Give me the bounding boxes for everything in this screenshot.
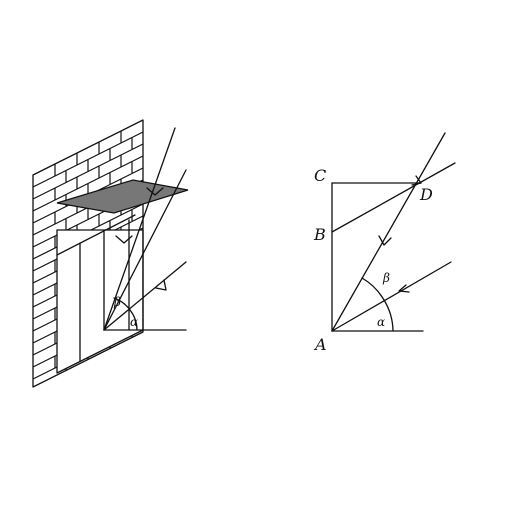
arrowhead-middle (115, 235, 133, 244)
angle-alpha-label-right: α (377, 315, 385, 329)
arc-beta-left (113, 297, 131, 311)
window-frame (56, 229, 144, 374)
angle-alpha-label-left: α (130, 315, 138, 329)
arrowhead-lower (155, 279, 167, 291)
ray-through-d (331, 132, 446, 332)
arc-alpha-right (383, 299, 394, 332)
sun-ray-alpha (103, 261, 187, 331)
left-rays: β α (103, 127, 187, 331)
angle-beta-label-right: β (382, 271, 390, 285)
arc-alpha-left (129, 309, 138, 331)
line-bd (331, 162, 456, 233)
point-label-d: D (419, 185, 433, 204)
brick-wall (33, 131, 143, 380)
angle-beta-label-left: β (113, 295, 121, 309)
brick-courses (33, 131, 143, 380)
point-label-a: A (313, 335, 327, 354)
awning-edge-ray-low (103, 169, 187, 331)
awning (56, 179, 189, 214)
arrowhead-sun (398, 284, 410, 293)
point-label-b: B (313, 225, 326, 244)
point-label-c: C (314, 166, 326, 185)
window (56, 214, 187, 374)
arrowhead-ad (378, 235, 392, 246)
arc-beta-right (361, 277, 385, 301)
sun-ray-to-a (331, 261, 452, 332)
window-inner-top (56, 214, 136, 256)
geometry-schematic: β α C B A D (313, 132, 456, 354)
awning-edge-ray-steep (103, 127, 176, 331)
arrowhead-d (411, 175, 422, 186)
arrowhead-top (146, 187, 164, 196)
wall-outline (32, 119, 144, 388)
wall-illustration: β α (32, 119, 189, 388)
